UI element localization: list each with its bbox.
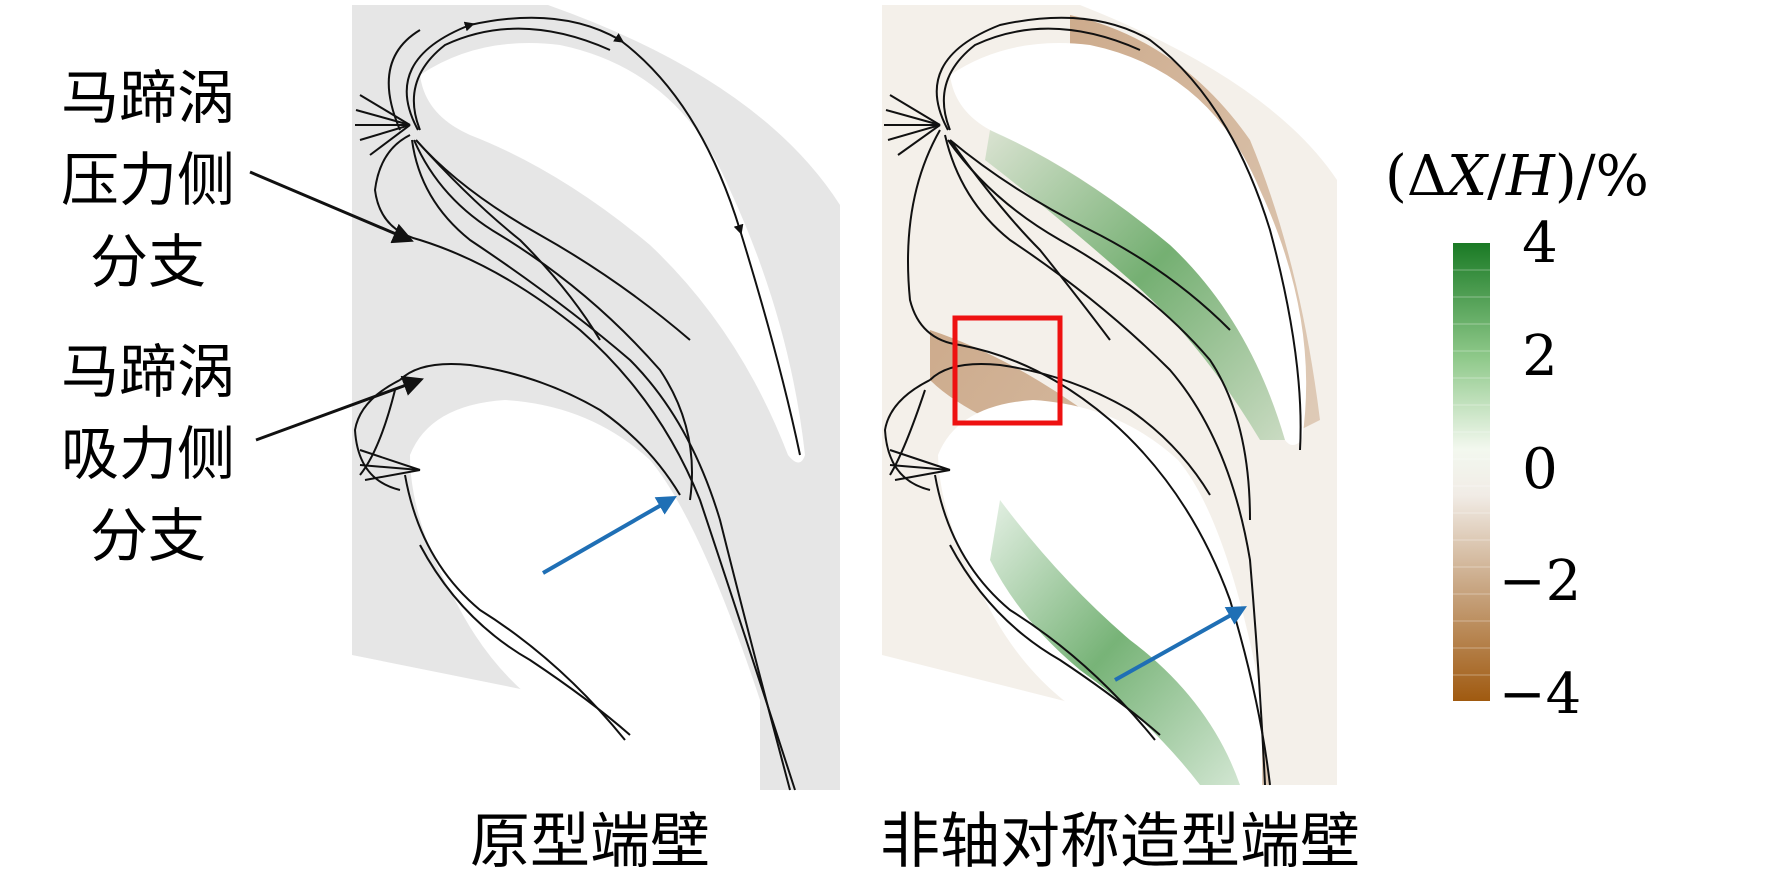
arrow-suction-side — [255, 375, 424, 442]
highlight-box — [952, 315, 1063, 426]
colorbar-tick-0: 0 — [1522, 437, 1558, 502]
annotation-top-line-3: 分支 — [90, 228, 206, 296]
right-panel — [882, 5, 1337, 786]
right-streamlines — [883, 16, 1302, 786]
colorbar-bands — [1453, 269, 1490, 676]
colorbar: (ΔX/H)/% 4 2 0 −2 −4 — [1385, 144, 1649, 727]
left-streamlines — [353, 16, 801, 791]
annotation-top-line-1: 马蹄涡 — [61, 64, 235, 132]
annotation-bottom-line-3: 分支 — [90, 502, 206, 570]
left-panel — [249, 5, 840, 791]
right-upper-blade — [950, 43, 1307, 445]
colorbar-gradient — [1453, 243, 1490, 701]
caption-original-endwall: 原型端壁 — [470, 807, 710, 877]
annotation-suction-side-branch: 马蹄涡 吸力侧 分支 — [61, 338, 235, 570]
colorbar-tick-4: 4 — [1522, 211, 1558, 276]
annotation-bottom-line-2: 吸力侧 — [61, 420, 235, 488]
right-green-region-lower — [990, 500, 1240, 785]
colorbar-tick-2: 2 — [1522, 324, 1558, 389]
colorbar-tick-neg2: −2 — [1499, 549, 1582, 614]
caption-nonaxisymmetric-endwall: 非轴对称造型端壁 — [880, 807, 1360, 877]
blue-arrow-left — [542, 496, 677, 575]
right-green-region-upper — [985, 130, 1285, 440]
arrow-pressure-side — [249, 170, 414, 244]
blue-arrow-right — [1114, 606, 1247, 682]
annotation-top-line-2: 压力侧 — [61, 146, 235, 214]
colorbar-title: (ΔX/H)/% — [1385, 144, 1649, 209]
annotation-bottom-line-1: 马蹄涡 — [61, 338, 235, 406]
colorbar-tick-neg4: −4 — [1499, 662, 1582, 727]
annotation-pressure-side-branch: 马蹄涡 压力侧 分支 — [61, 64, 235, 296]
